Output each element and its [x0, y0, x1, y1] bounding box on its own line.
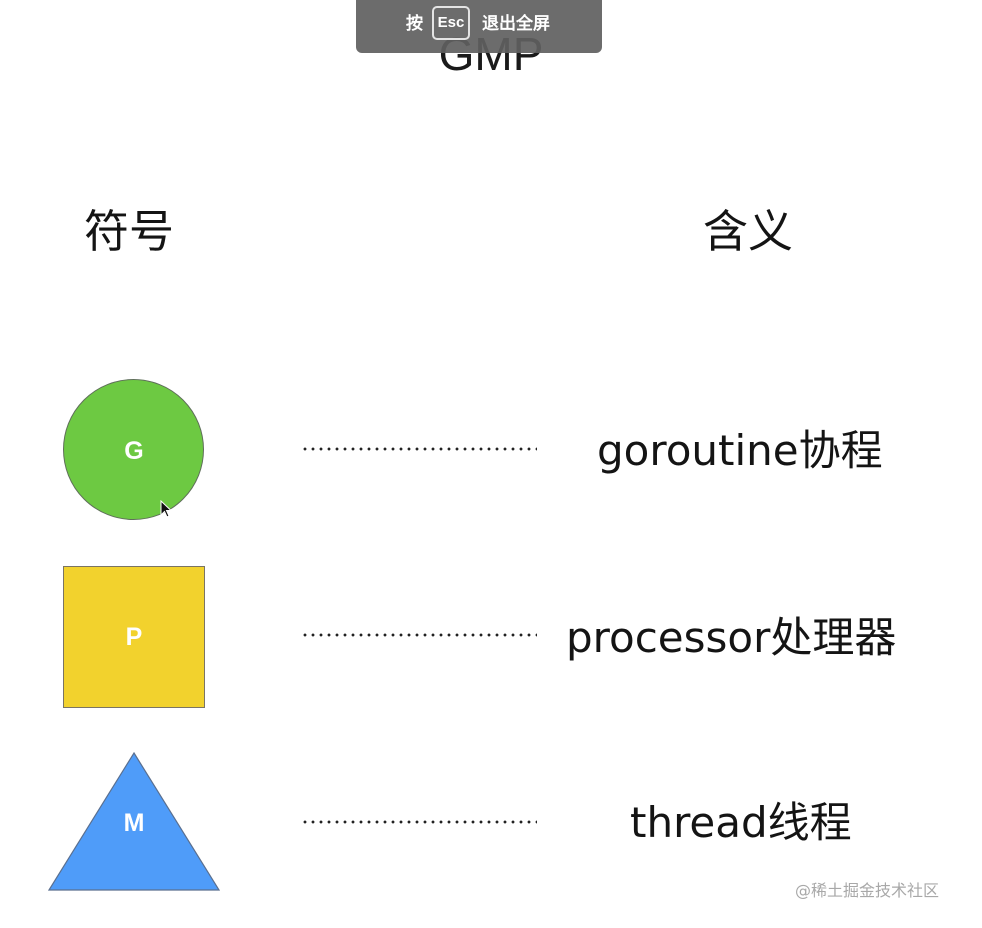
goroutine-meaning-text: goroutine协程 — [597, 426, 883, 475]
processor-symbol-label: P — [125, 623, 143, 651]
thread-dotted-leader — [301, 820, 537, 824]
watermark-text: @稀土掘金技术社区 — [795, 881, 940, 900]
thread-symbol-label: M — [123, 809, 145, 837]
mouse-cursor-icon — [160, 500, 172, 518]
notice-press-text: 按 — [406, 14, 423, 34]
symbol-column-header: 符号 — [84, 205, 175, 258]
meaning-column-header: 含义 — [703, 205, 794, 258]
esc-key-badge: Esc — [432, 6, 470, 40]
notice-exit-text: 退出全屏 — [482, 14, 550, 34]
exit-fullscreen-notice: 按 Esc 退出全屏 — [356, 0, 602, 53]
goroutine-symbol-label: G — [124, 437, 144, 465]
goroutine-circle-symbol — [63, 379, 204, 520]
processor-square-symbol — [63, 566, 205, 708]
thread-triangle-symbol — [47, 751, 221, 891]
processor-dotted-leader — [301, 633, 537, 637]
processor-meaning-text: processor处理器 — [566, 613, 897, 662]
goroutine-dotted-leader — [301, 447, 537, 451]
thread-meaning-text: thread线程 — [630, 798, 852, 847]
